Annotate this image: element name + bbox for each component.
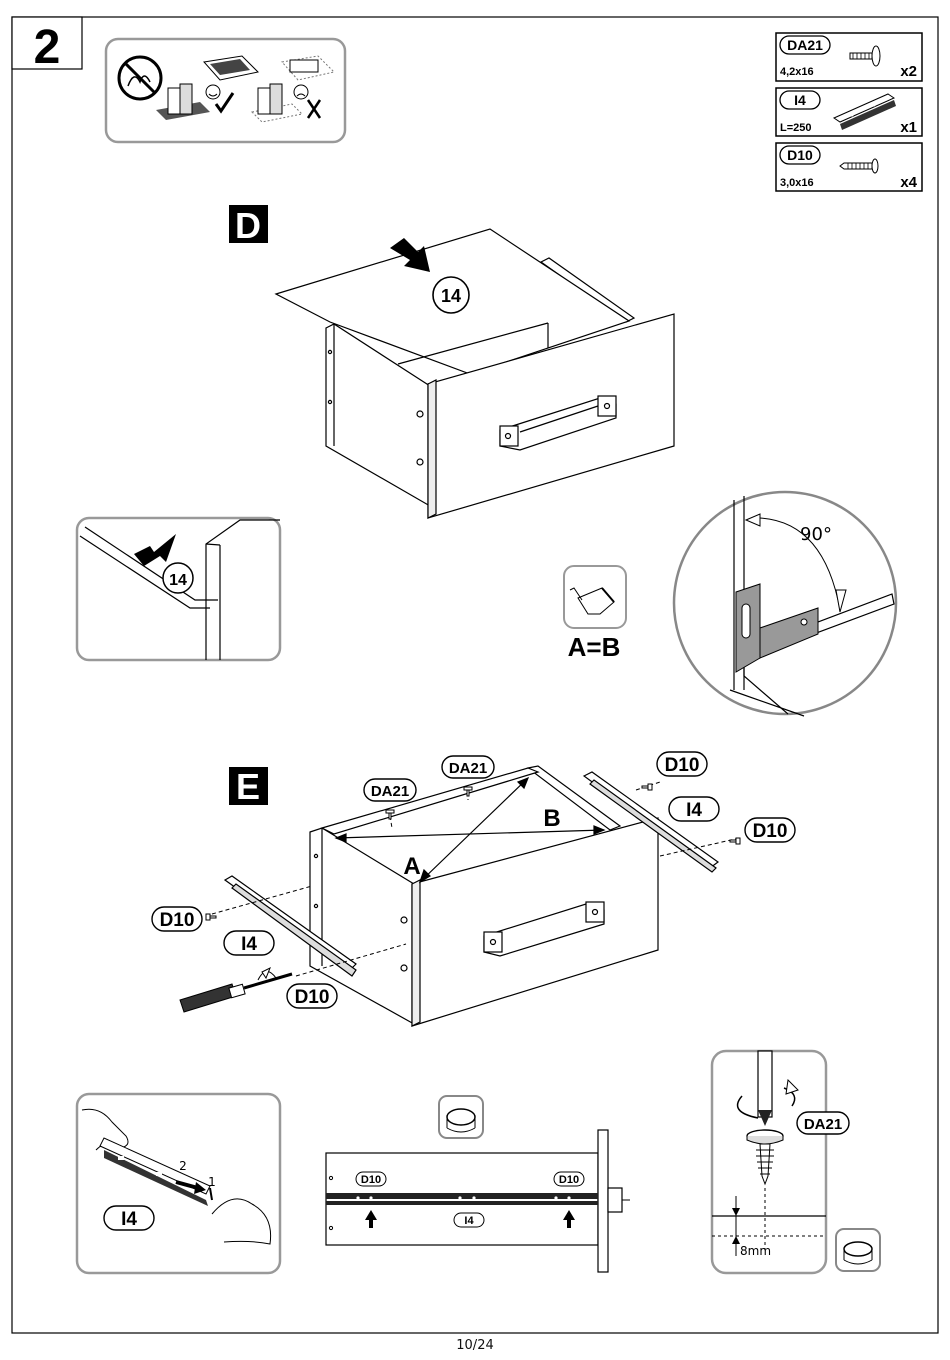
runner-side-view: D10 D10 I4: [326, 1096, 630, 1272]
screw-detail-label: DA21: [804, 1116, 842, 1133]
panel-14-badge: 14: [433, 277, 469, 313]
section-e-label: E: [229, 766, 268, 807]
svg-text:I4: I4: [686, 800, 702, 821]
part-code: I4: [794, 92, 806, 108]
screwdriver-icon: [180, 968, 292, 1012]
side-label-d10-right: D10: [559, 1174, 579, 1186]
angle-label: 90°: [800, 524, 832, 545]
label-i4-right: I4: [669, 797, 719, 821]
part-qty: x1: [900, 119, 917, 136]
svg-text:D10: D10: [295, 987, 330, 1008]
floor-protection-hint: [106, 39, 345, 142]
svg-text:I4: I4: [241, 934, 257, 955]
groove-detail-panel: 14: [77, 518, 280, 660]
part-size: 4,2x16: [780, 66, 814, 78]
part-row-i4: I4 L=250 x1: [776, 88, 922, 136]
part-qty: x4: [900, 174, 917, 191]
page-number: 10/24: [0, 1338, 950, 1353]
runner-detail-label: I4: [121, 1209, 137, 1230]
runner-separation-detail: 2 1 I4: [77, 1094, 280, 1273]
part-qty: x2: [900, 63, 917, 80]
diagonal-a-label: A: [403, 853, 420, 880]
step-number: 2: [34, 21, 61, 74]
no-scratch-icon: [119, 57, 161, 99]
label-d10-right-top: D10: [657, 752, 707, 776]
svg-text:D10: D10: [665, 755, 700, 776]
diagonal-b-label: B: [543, 805, 560, 832]
section-d-label: D: [229, 205, 268, 246]
detail-panel-number: 14: [169, 572, 187, 589]
depth-label: 8mm: [740, 1244, 771, 1258]
svg-text:D10: D10: [753, 821, 788, 842]
label-da21-left: DA21: [364, 779, 416, 801]
svg-text:D10: D10: [160, 910, 195, 931]
runner-step-2: 2: [179, 1159, 187, 1173]
runner-step-1: 1: [208, 1175, 216, 1189]
part-code: D10: [787, 147, 813, 163]
measure-hint: A=B: [564, 566, 626, 662]
svg-text:DA21: DA21: [449, 760, 487, 777]
section-letter-d: D: [235, 205, 261, 246]
parts-list: DA21 4,2x16 x2 I4 L=250 x1 D10: [776, 33, 922, 191]
side-label-d10-left: D10: [361, 1174, 381, 1186]
label-i4-left: I4: [224, 931, 274, 955]
part-size: L=250: [780, 122, 812, 134]
label-da21-right: DA21: [442, 756, 494, 778]
step-number-box: 2: [12, 17, 82, 74]
part-row-da21: DA21 4,2x16 x2: [776, 33, 922, 81]
part-row-d10: D10 3,0x16 x4: [776, 143, 922, 191]
drawer-bottom-insertion-drawing: [276, 229, 674, 518]
panel-number: 14: [441, 286, 461, 306]
label-d10-left-bottom: D10: [287, 984, 337, 1008]
rotate-hint: [836, 1229, 880, 1271]
part-code: DA21: [787, 37, 823, 53]
measure-label: A=B: [568, 632, 621, 662]
section-letter-e: E: [236, 766, 260, 807]
part-size: 3,0x16: [780, 177, 814, 189]
label-d10-right-bottom: D10: [745, 818, 795, 842]
label-d10-left-top: D10: [152, 907, 202, 931]
screw-depth-detail: 8mm DA21: [712, 1051, 849, 1273]
side-label-i4: I4: [464, 1215, 474, 1227]
right-angle-detail: 90°: [674, 492, 896, 716]
svg-text:DA21: DA21: [371, 783, 409, 800]
